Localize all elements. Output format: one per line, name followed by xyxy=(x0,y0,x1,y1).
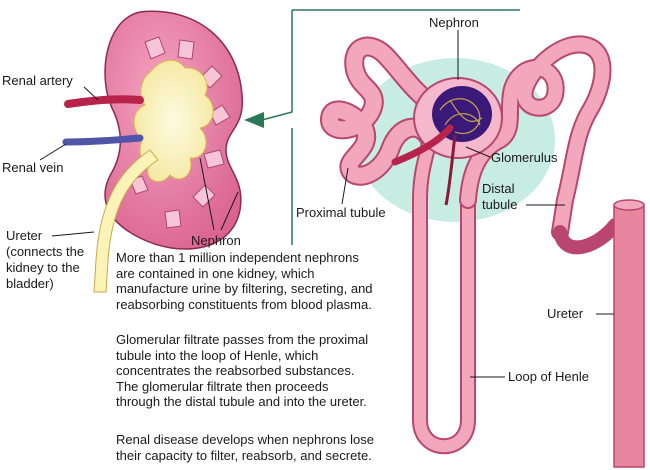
left-ureter-tube xyxy=(93,149,159,293)
kidney-illustration xyxy=(62,10,243,293)
nephron-left-label: Nephron xyxy=(191,233,241,248)
ureter-left-label: Ureter (connects the kidney to the bladd… xyxy=(6,228,85,291)
renal-pyramids xyxy=(129,36,231,229)
proximal-tubule-label: Proximal tubule xyxy=(296,205,386,220)
description-paragraph-2: Glomerular filtrate passes from the prox… xyxy=(116,332,416,410)
renal-vein-label: Renal vein xyxy=(2,160,64,175)
renal-artery-vessel xyxy=(64,95,144,108)
afferent-arteriole xyxy=(391,124,454,166)
renal-pelvis xyxy=(133,59,214,183)
nephron-tubules xyxy=(320,35,645,468)
para-3-text: Renal disease develops when nephrons los… xyxy=(116,432,375,463)
ureter-tube-right xyxy=(613,204,645,468)
loop-of-henle-label: Loop of Henle xyxy=(508,369,589,384)
para-1-text: More than 1 million independent nephrons… xyxy=(116,250,373,312)
nephron-top-label: Nephron xyxy=(429,15,479,30)
renal-vein-vessel xyxy=(62,134,144,146)
glomerulus-illustration xyxy=(391,77,503,206)
description-paragraph-1: More than 1 million independent nephrons… xyxy=(116,250,426,312)
ureter-right-label: Ureter xyxy=(547,306,584,321)
description-paragraph-3: Renal disease develops when nephrons los… xyxy=(116,432,416,463)
para-2-text: Glomerular filtrate passes from the prox… xyxy=(116,332,369,409)
glomerulus-label: Glomerulus xyxy=(491,150,558,165)
leader-lines xyxy=(39,30,614,378)
efferent-arteriole xyxy=(444,134,457,206)
ureter-duct xyxy=(553,218,622,255)
distal-tubule-label: Distal tubule xyxy=(482,181,518,212)
renal-artery-label: Renal artery xyxy=(2,73,73,88)
